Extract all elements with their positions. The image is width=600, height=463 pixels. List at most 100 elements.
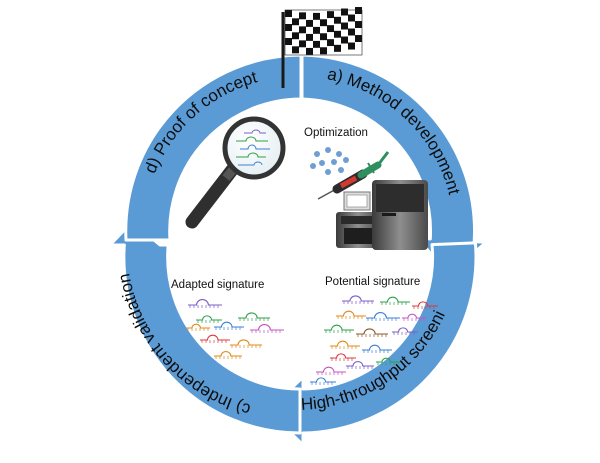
flag-cell [306, 12, 313, 20]
flag-cell [299, 19, 306, 27]
flag-cell [306, 26, 313, 34]
flag-cell [348, 42, 355, 50]
flag-cell [320, 26, 327, 34]
signature-glyph [324, 324, 354, 331]
signature-glyph-ticks [393, 332, 415, 335]
signature-glyph [362, 344, 392, 351]
flag-cell [320, 19, 327, 27]
signature-glyph [330, 353, 356, 359]
flag-border [284, 9, 363, 56]
signature-glyph-ticks [347, 366, 373, 369]
flag-cell [313, 40, 320, 48]
signature-glyph [336, 310, 366, 317]
signature-glyph [392, 327, 418, 333]
flag-cell [313, 12, 320, 20]
flag-cell [334, 30, 341, 38]
flag-cell [327, 39, 334, 47]
flag-cell [285, 45, 292, 52]
lens-signature-lines [236, 129, 270, 166]
signature-glyph [366, 312, 400, 319]
signature-glyph-ticks [403, 318, 425, 321]
flag-cell [292, 18, 299, 26]
adapted-signature-glyphs [186, 299, 284, 359]
flag-cell [355, 28, 362, 36]
signature-glyph [238, 312, 270, 319]
flag-cell [348, 14, 355, 22]
flag-cell [292, 46, 299, 54]
signature-glyph [310, 377, 336, 383]
signature-glyph-ticks [187, 328, 209, 331]
flag-cell [327, 18, 334, 26]
flag-cell [355, 21, 362, 29]
signature-glyph-ticks [201, 340, 227, 343]
signature-glyph-ticks [215, 356, 241, 359]
segment-b-arrow [266, 241, 478, 447]
flag-cell [292, 11, 299, 19]
optimization-label: Optimization [304, 127, 368, 139]
signature-glyph-ticks [311, 382, 333, 385]
flag-cell [341, 22, 348, 30]
magnifying-glass-icon [185, 116, 286, 229]
flag-cell [348, 35, 355, 43]
signature-glyph-ticks [413, 306, 435, 309]
signature-glyph-ticks [367, 318, 397, 321]
flag-cell [306, 40, 313, 48]
signature-glyph-ticks [377, 362, 399, 365]
flag-cell [313, 47, 320, 55]
molecule-dots-icon [310, 147, 349, 175]
signature-glyph [356, 328, 388, 335]
signature-glyph [214, 321, 244, 328]
flag-cell [306, 47, 313, 55]
flag-cell [334, 9, 341, 17]
flag-cell [341, 15, 348, 23]
signature-glyph-ticks [331, 346, 357, 349]
flag-cell [306, 19, 313, 27]
flag-cell [313, 26, 320, 34]
flag-cell [341, 43, 348, 51]
flag-cell [334, 16, 341, 24]
flag-cell [355, 35, 362, 43]
signature-glyph-ticks [337, 316, 363, 319]
flag-cell [341, 29, 348, 37]
flag-cell [299, 26, 306, 34]
flag-cell [320, 40, 327, 48]
flag-cell [299, 12, 306, 20]
flag-cell [355, 7, 362, 15]
flag-cell [334, 37, 341, 45]
signature-glyph [230, 339, 262, 346]
signature-glyph-ticks [363, 350, 389, 353]
flag-cell [327, 46, 334, 54]
checkered-flag-icon [281, 7, 363, 88]
signature-glyph [214, 351, 242, 357]
signature-glyph-ticks [251, 330, 281, 333]
flag-cell [355, 14, 362, 22]
flag-cell [292, 25, 299, 33]
flag-cell [285, 38, 292, 45]
signature-glyph [330, 340, 360, 347]
segment-c-arrow [108, 220, 302, 435]
signature-glyph-ticks [343, 301, 373, 304]
flag-cell [334, 44, 341, 52]
potential-signature-glyphs [310, 295, 438, 385]
flag-cell [320, 12, 327, 20]
segment-a-arrow [300, 53, 488, 277]
flag-cell [299, 47, 306, 55]
flag-cell [285, 17, 292, 24]
signature-glyph [196, 315, 222, 321]
flag-cell [348, 7, 355, 15]
flag-cell [299, 40, 306, 48]
flag-cell [320, 47, 327, 55]
flag-cell [348, 21, 355, 29]
flag-cell [320, 33, 327, 41]
signature-glyph [412, 301, 438, 307]
signature-glyph [250, 324, 284, 331]
signature-glyph [376, 357, 400, 363]
signature-glyph [316, 366, 346, 373]
flag-cell [285, 24, 292, 31]
flag-cell [306, 33, 313, 41]
signature-glyph-ticks [357, 334, 387, 337]
signature-glyph-ticks [239, 318, 269, 321]
signature-glyph [186, 323, 210, 329]
flag-cell [341, 36, 348, 44]
flag-cell [327, 11, 334, 19]
